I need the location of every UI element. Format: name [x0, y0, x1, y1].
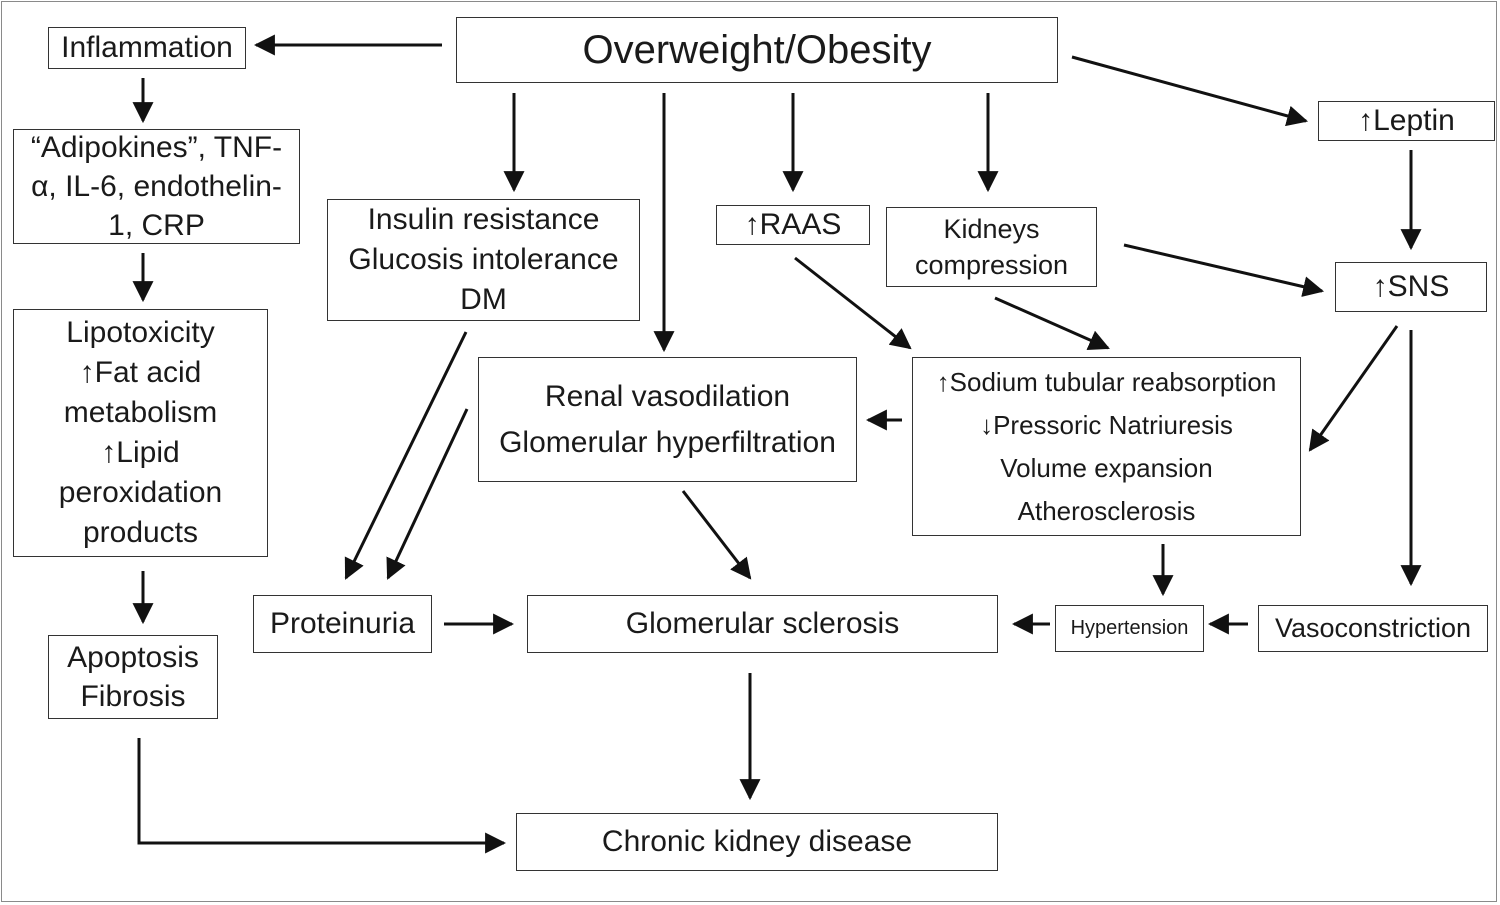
node-label: Proteinuria	[269, 607, 416, 640]
node-label: 1, CRP	[108, 209, 205, 242]
node-label: Atherosclerosis	[1017, 495, 1196, 526]
node-label: peroxidation	[58, 476, 223, 509]
node-label: Glucosis intolerance	[348, 243, 619, 276]
node-label: metabolism	[63, 396, 218, 429]
node-inflammation: Inflammation	[48, 27, 246, 69]
node-label: products	[82, 516, 199, 549]
node-label: “Adipokines”, TNF-	[30, 131, 283, 164]
node-label: ↓Pressoric Natriuresis	[980, 409, 1233, 440]
node-hypertension: Hypertension	[1055, 605, 1204, 652]
node-label: ↑Fat acid	[79, 356, 202, 389]
arrow-raas-sodium	[794, 256, 912, 350]
node-label: Glomerular hyperfiltration	[499, 425, 836, 459]
node-label: Apoptosis	[67, 641, 199, 674]
node-label: Insulin resistance	[367, 203, 600, 236]
node-glomerular-sclerosis: Glomerular sclerosis	[527, 595, 998, 653]
node-label: Volume expansion	[1000, 452, 1213, 483]
arrow-apoptosis-ckd	[137, 738, 507, 854]
node-label: ↑RAAS	[744, 208, 842, 241]
node-label: ↑Sodium tubular reabsorption	[936, 366, 1277, 397]
node-chronic-kidney-disease: Chronic kidney disease	[516, 813, 998, 871]
node-lipotoxicity: Lipotoxicity ↑Fat acid metabolism ↑Lipid…	[13, 309, 268, 557]
node-sns: ↑SNS	[1335, 262, 1487, 312]
node-insulin-resistance: Insulin resistance Glucosis intolerance …	[327, 199, 640, 321]
node-label: Chronic kidney disease	[601, 825, 913, 858]
arrow-insulin-proteinuria	[344, 331, 468, 580]
node-label: Renal vasodilation	[544, 379, 791, 413]
node-proteinuria: Proteinuria	[253, 595, 432, 653]
node-vasoconstriction: Vasoconstriction	[1258, 605, 1488, 652]
node-adipokines: “Adipokines”, TNF- α, IL-6, endothelin- …	[13, 129, 300, 244]
arrow-kidneys-sns	[1123, 243, 1325, 297]
node-label: Fibrosis	[80, 680, 186, 713]
node-sodium-reabsorption: ↑Sodium tubular reabsorption ↓Pressoric …	[912, 357, 1301, 536]
node-raas: ↑RAAS	[716, 205, 870, 245]
node-label: Kidneys	[943, 214, 1040, 244]
node-label: Overweight/Obesity	[582, 27, 932, 72]
node-label: ↑Leptin	[1358, 104, 1455, 137]
node-overweight-obesity: Overweight/Obesity	[456, 17, 1058, 83]
node-label: Hypertension	[1070, 617, 1189, 639]
node-label: Glomerular sclerosis	[625, 607, 900, 640]
node-label: Inflammation	[61, 31, 233, 64]
arrow-kidneys-sodium	[994, 296, 1110, 350]
arrow-obesity-leptin	[1071, 55, 1309, 127]
arrow-renal-proteinuria	[386, 408, 469, 580]
node-label: Lipotoxicity	[66, 316, 215, 349]
node-label: ↑SNS	[1372, 270, 1450, 303]
node-label: α, IL-6, endothelin-	[31, 170, 282, 203]
node-leptin: ↑Leptin	[1318, 101, 1495, 141]
node-renal-vasodilation: Renal vasodilation Glomerular hyperfiltr…	[478, 357, 857, 482]
node-apoptosis-fibrosis: Apoptosis Fibrosis	[48, 635, 218, 719]
node-label: DM	[460, 283, 507, 316]
node-label: compression	[914, 250, 1069, 280]
node-label: Vasoconstriction	[1274, 613, 1472, 643]
arrow-renal-sclerosis	[681, 490, 752, 580]
node-kidneys-compression: Kidneys compression	[886, 207, 1097, 287]
arrow-sns-sodium	[1308, 325, 1399, 452]
node-label: ↑Lipid	[101, 436, 180, 469]
